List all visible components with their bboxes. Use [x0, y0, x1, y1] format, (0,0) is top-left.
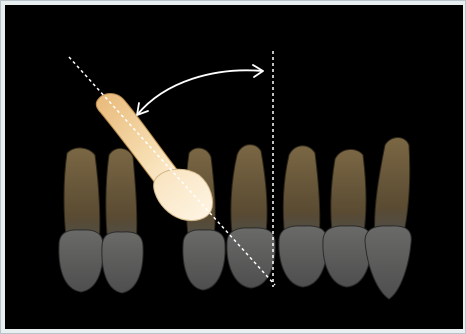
angle-arrow: [137, 65, 263, 115]
tooth-canine-right: [323, 149, 371, 287]
tooth-premolar-left: [102, 148, 143, 293]
tooth-molar-left: [59, 148, 103, 292]
diagram-canvas: [5, 5, 463, 329]
tooth-premolar-right: [365, 138, 411, 300]
tooth-angulation-diagram: [5, 5, 463, 329]
tooth-central-incisor-right: [227, 145, 275, 288]
tooth-lateral-incisor-far-right: [279, 146, 327, 287]
